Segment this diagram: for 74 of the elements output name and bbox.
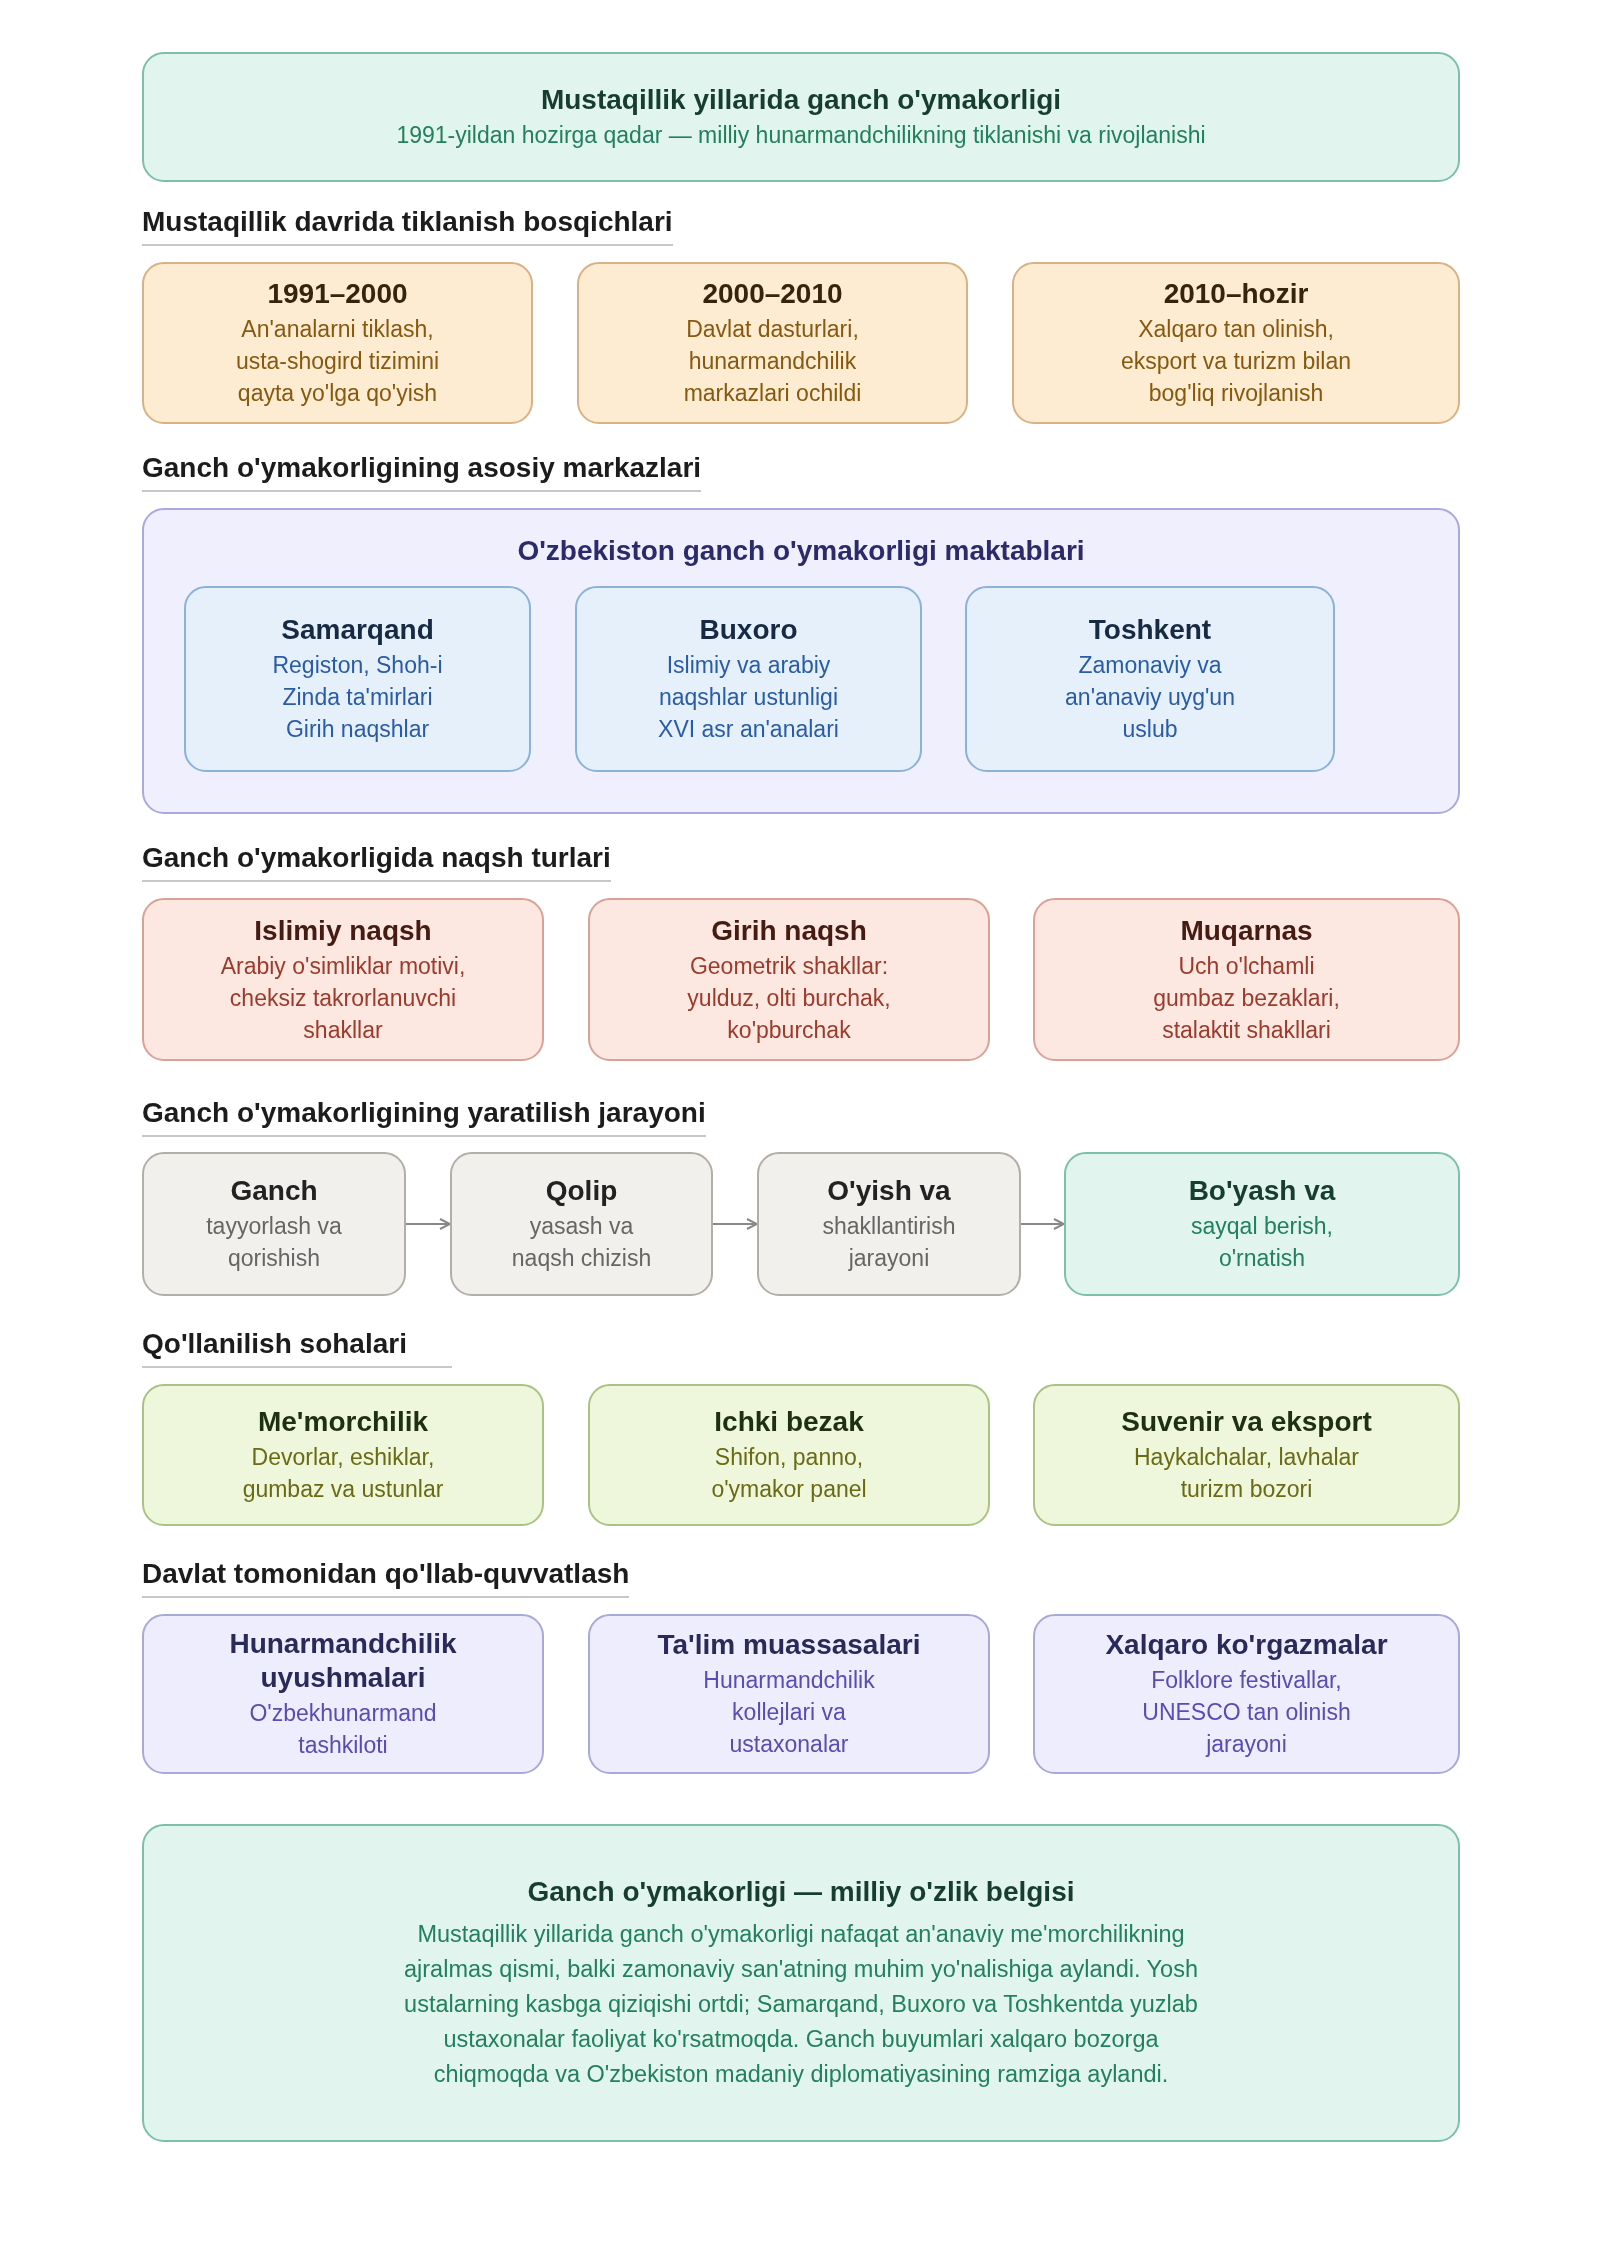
box-description: Hunarmandchilik kollejlari va ustaxonalar [702,1666,876,1759]
arrow [1020,1218,1065,1230]
info-box [1033,898,1460,1061]
box-description: Mustaqillik yillarida ganch o'ymakorligi nafaqat an'anaviy me'morchilikning ajralmas qismi, balki zamonaviy san'atning muhim yo'nalishiga aylandi. Yosh ustalarning kasbga qiziqishi ortdi; Samarqand, Buxoro va Toshkentda yuzlab ustaxonalar faoliyat ko'rsatmoqda. Ganch buyumlari xalqaro bozorga chiqmoqda va O'zbekiston madaniy diplomatiyasining ramziga aylandi. [403,1919,1199,2089]
box-heading: Ganch [230,1174,318,1208]
arrow [405,1218,451,1230]
info-box [142,52,1460,182]
box-heading: Suvenir va eksport [1121,1405,1372,1439]
box-heading: Me'morchilik [257,1405,428,1439]
info-box [142,898,544,1061]
box-heading: Muqarnas [1180,913,1313,948]
box-heading: Xalqaro ko'rgazmalar [1105,1628,1388,1662]
box-heading: Qolip [545,1174,618,1208]
box-heading: Ganch o'ymakorligi — milliy o'zlik belgisi [527,1874,1075,1909]
info-box [1033,1384,1460,1526]
section-heading: Ganch o'ymakorligining yaratilish jarayoni [142,1097,706,1137]
box-description: Arabiy o'simliklar motivi, cheksiz takrorlanuvchi shakllar [219,951,467,1045]
info-box [142,1152,406,1296]
box-heading: 2000–2010 [702,277,843,311]
arrow [712,1218,758,1230]
group-panel [142,508,1460,814]
box-heading: 1991–2000 [267,277,408,311]
box-heading: Mustaqillik yillarida ganch o'ymakorligi [540,83,1062,117]
box-heading: 2010–hozir [1163,277,1309,311]
section-heading: Ganch o'ymakorligining asosiy markazlari [142,452,702,492]
box-description: Geometrik shakllar: yulduz, olti burchak, ko'pburchak [686,951,892,1045]
box-description: Folklore festivallar, UNESCO tan olinish jarayoni [1141,1666,1352,1759]
info-box [1064,1152,1460,1296]
info-box [450,1152,713,1296]
box-description: tayyorlash va qorishish [205,1212,343,1273]
box-heading: Ichki bezak [714,1405,864,1439]
info-box [1033,1614,1460,1774]
school-card [575,586,922,772]
info-box [757,1152,1021,1296]
box-heading: Hunarmandchilik uyushmalari [228,1627,458,1695]
box-description: Haykalchalar, lavhalar turizm bozori [1133,1443,1360,1504]
box-description: sayqal berish, o'rnatish [1190,1212,1334,1273]
box-heading: Samarqand [281,613,434,647]
box-description: shakllantirish jarayoni [821,1212,957,1273]
section-heading: Qo'llanilish sohalari [142,1328,452,1368]
section-heading: Ganch o'ymakorligida naqsh turlari [142,842,611,882]
info-box [142,1614,544,1774]
box-description: Xalqaro tan olinish, eksport va turizm bilan bog'liq rivojlanish [1119,315,1353,408]
box-description: Devorlar, eshiklar, gumbaz va ustunlar [241,1443,445,1504]
box-description: Zamonaviy va an'anaviy uyg'un uslub [1064,651,1236,744]
box-heading: Ta'lim muassasalari [657,1628,921,1662]
info-box [142,1824,1460,2142]
section-heading: Davlat tomonidan qo'llab-quvvatlash [142,1558,630,1598]
box-description: An'analarni tiklash, usta-shogird tizimini qayta yo'lga qo'yish [234,315,441,408]
box-description: O'zbekhunarmand tashkiloti [248,1699,438,1760]
info-box [577,262,968,424]
school-card [965,586,1335,772]
info-box [588,1614,990,1774]
box-heading: O'zbekiston ganch o'ymakorligi maktablari [517,534,1085,568]
box-heading: Bo'yash va [1188,1174,1336,1208]
box-description: Registon, Shoh-i Zinda ta'mirlari Girih naqshlar [271,651,444,744]
box-description: 1991-yildan hozirga qadar — milliy hunarmandchilikning tiklanishi va rivojlanishi [396,121,1206,150]
info-box [588,898,990,1061]
box-description: Davlat dasturlari, hunarmandchilik markazlari ochildi [682,315,863,408]
box-heading: Islimiy naqsh [254,913,432,948]
box-heading: Girih naqsh [711,913,867,948]
box-heading: O'yish va [827,1174,951,1208]
box-description: Uch o'lchamli gumbaz bezaklari, stalaktit shakllari [1152,951,1341,1045]
info-box [1012,262,1460,424]
section-heading: Mustaqillik davrida tiklanish bosqichlari [142,206,673,246]
box-description: Islimiy va arabiy naqshlar ustunligi XVI asr an'analari [657,651,840,744]
info-box [142,1384,544,1526]
school-card [184,586,531,772]
info-box [588,1384,990,1526]
box-description: yasash va naqsh chizish [510,1212,653,1273]
box-heading: Buxoro [699,613,798,647]
info-box [142,262,533,424]
box-heading: Toshkent [1088,613,1212,647]
box-description: Shifon, panno, o'ymakor panel [710,1443,868,1504]
